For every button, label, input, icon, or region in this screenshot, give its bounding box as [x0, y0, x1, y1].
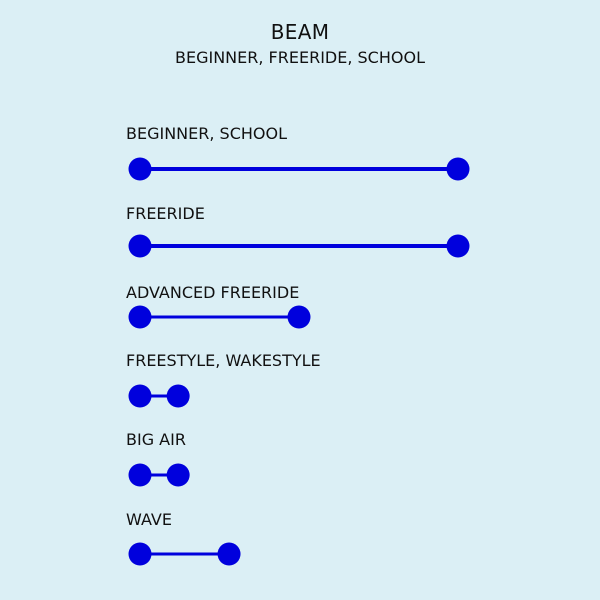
range-start-dot-freestyle-wakestyle [128, 384, 152, 408]
header: BEAM BEGINNER, FREERIDE, SCHOOL [0, 20, 600, 68]
range-start-dot-big-air [128, 463, 152, 487]
range-end-dot-freestyle-wakestyle [166, 384, 190, 408]
range-end-dot-big-air [166, 463, 190, 487]
page-title: BEAM [270, 20, 330, 44]
range-start-dot-beginner-school [128, 157, 152, 181]
row-label-freestyle-wakestyle: FREESTYLE, WAKESTYLE [126, 351, 321, 370]
range-end-dot-beginner-school [446, 157, 470, 181]
range-end-dot-freeride [446, 234, 470, 258]
row-label-freeride: FREERIDE [126, 204, 205, 223]
row-label-wave: WAVE [126, 510, 172, 529]
row-label-big-air: BIG AIR [126, 430, 186, 449]
row-label-beginner-school: BEGINNER, SCHOOL [126, 124, 287, 143]
range-start-dot-freeride [128, 234, 152, 258]
range-end-dot-advanced-freeride [287, 305, 311, 329]
row-label-advanced-freeride: ADVANCED FREERIDE [126, 283, 300, 302]
range-start-dot-wave [128, 542, 152, 566]
range-end-dot-wave [217, 542, 241, 566]
page-subtitle: BEGINNER, FREERIDE, SCHOOL [175, 48, 425, 67]
range-start-dot-advanced-freeride [128, 305, 152, 329]
